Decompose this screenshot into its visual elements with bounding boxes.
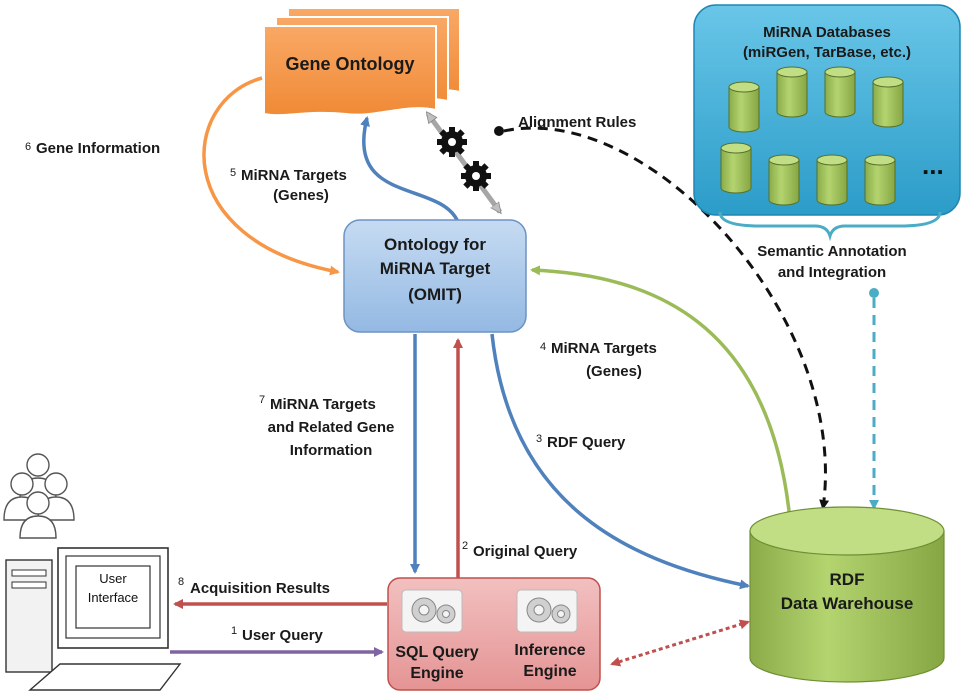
more-ellipsis: ... [922, 150, 944, 180]
database-cylinder-icon [768, 154, 800, 206]
user-interface-label-2: Interface [88, 590, 139, 605]
user-interface-label-1: User [99, 571, 127, 586]
edge-6-number: 6 [25, 141, 31, 153]
edge-8-number: 8 [178, 576, 184, 588]
rdf-label-2: Data Warehouse [781, 594, 914, 613]
semantic-annotation-label-1: Semantic Annotation [757, 243, 906, 260]
edge-3-arrow [490, 333, 750, 590]
mirna-db-title: MiRNA Databases [763, 24, 891, 41]
edge-7-label-1: MiRNA Targets [270, 396, 376, 413]
edge-3-label: RDF Query [547, 434, 626, 451]
gene-ontology-node: Gene Ontology [263, 7, 461, 117]
edge-2-number: 2 [462, 540, 468, 552]
gear-icon [401, 589, 463, 633]
edge-7-label-3: Information [290, 442, 373, 459]
omit-label-1: Ontology for [384, 235, 486, 254]
edge-4-label-2: (Genes) [586, 363, 642, 380]
database-cylinders [720, 66, 904, 206]
edge-1-label: User Query [242, 627, 324, 644]
db-brace [718, 211, 942, 242]
sql-engine-label-2: Engine [410, 665, 463, 682]
edge-6-arrow [202, 76, 340, 276]
edge-8-label: Acquisition Results [190, 580, 330, 597]
edge-1-number: 1 [231, 625, 237, 637]
database-cylinder-icon [776, 66, 808, 118]
edge-2-label: Original Query [473, 543, 578, 560]
sql-engine-label-1: SQL Query [395, 644, 478, 661]
edge-4-label-1: MiRNA Targets [551, 340, 657, 357]
edge-6-label: Gene Information [36, 140, 160, 157]
omit-node: Ontology for MiRNA Target (OMIT) [343, 219, 527, 333]
database-cylinder-icon [824, 66, 856, 118]
alignment-rules-arrow [503, 126, 830, 510]
gear-icon [516, 589, 578, 633]
edge-5-number: 5 [230, 167, 236, 179]
edge-3-number: 3 [536, 433, 542, 445]
alignment-rules-label: Alignment Rules [518, 114, 636, 131]
edge-4-number: 4 [540, 341, 546, 353]
omit-label-3: (OMIT) [408, 285, 462, 304]
query-engine-node: SQL Query Engine Inference Engine [387, 577, 601, 691]
gear-icon [461, 161, 491, 191]
mirna-db-subtitle: (miRGen, TarBase, etc.) [743, 44, 911, 61]
inference-rdf-arrow [610, 619, 750, 667]
edge-5-label-1: MiRNA Targets [241, 167, 347, 184]
database-cylinder-icon [864, 154, 896, 206]
semantic-annotation-label-2: and Integration [778, 264, 886, 281]
computer-icon: User Interface [5, 547, 182, 691]
gene-ontology-label: Gene Ontology [285, 54, 414, 74]
mirna-databases-node: MiRNA Databases (miRGen, TarBase, etc.) … [693, 4, 961, 216]
gear-icon [437, 127, 467, 157]
alignment-start-dot [494, 126, 504, 136]
rdf-label-1: RDF [830, 570, 865, 589]
inference-engine-label-1: Inference [514, 642, 585, 659]
database-cylinder-icon [728, 81, 760, 133]
edge-4-arrow [530, 265, 792, 521]
edge-7-number: 7 [259, 394, 265, 406]
semantic-dot [869, 288, 879, 298]
omit-label-2: MiRNA Target [380, 259, 491, 278]
database-cylinder-icon [872, 76, 904, 128]
alignment-gears-arrow [428, 114, 503, 212]
edge-7-label-2: and Related Gene [268, 419, 395, 436]
database-cylinder-icon [816, 154, 848, 206]
rdf-data-warehouse-node: RDF Data Warehouse [749, 506, 945, 683]
inference-engine-label-2: Engine [523, 663, 576, 680]
users-icon [3, 453, 75, 539]
database-cylinder-icon [720, 142, 752, 194]
edge-5-label-2: (Genes) [273, 187, 329, 204]
